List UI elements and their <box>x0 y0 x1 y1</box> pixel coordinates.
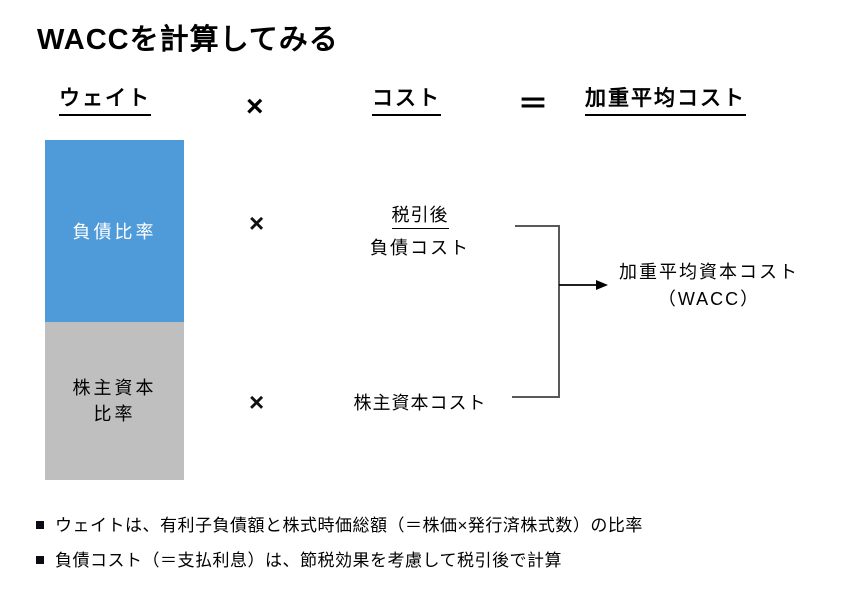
bullet-square-icon <box>36 521 44 529</box>
bullet-square-icon <box>36 556 44 564</box>
multiply-sign-header: × <box>246 90 264 123</box>
multiply-sign-debt: × <box>249 208 265 238</box>
equals-sign-header: ＝ <box>518 88 548 121</box>
bracket-line <box>512 225 560 398</box>
header-weight-label: ウェイト <box>59 86 151 116</box>
header-weighted-average-cost-label: 加重平均コスト <box>585 86 746 116</box>
equity-weight-segment: 株主資本 比率 <box>45 322 184 480</box>
debt-cost-text: 負債コスト <box>370 238 470 258</box>
wacc-result-label: 加重平均資本コスト （WACC） <box>600 259 818 313</box>
bracket-arrow-connector <box>512 225 608 398</box>
after-tax-label: 税引後 <box>391 201 449 229</box>
equity-cost-label: 株主資本コスト <box>353 393 487 413</box>
wacc-result-line1: 加重平均資本コスト <box>619 262 799 282</box>
note-weights: ウェイトは、有利子負債額と株式時価総額（＝株価×発行済株式数）の比率 <box>55 516 643 535</box>
multiply-sign-equity: × <box>249 387 265 417</box>
wacc-result-line2: （WACC） <box>657 289 761 309</box>
debt-weight-label: 負債比率 <box>72 222 157 242</box>
equity-weight-label: 株主資本 比率 <box>72 378 157 424</box>
debt-weight-segment: 負債比率 <box>45 140 184 322</box>
debt-cost-label: 税引後 負債コスト <box>345 201 495 260</box>
header-cost-label: コスト <box>372 86 441 116</box>
weight-stacked-bar: 負債比率 株主資本 比率 <box>45 140 184 480</box>
slide-title: WACCを計算してみる <box>37 24 339 56</box>
note-debt-cost: 負債コスト（＝支払利息）は、節税効果を考慮して税引後で計算 <box>55 551 562 570</box>
arrow-head-icon <box>596 280 608 290</box>
